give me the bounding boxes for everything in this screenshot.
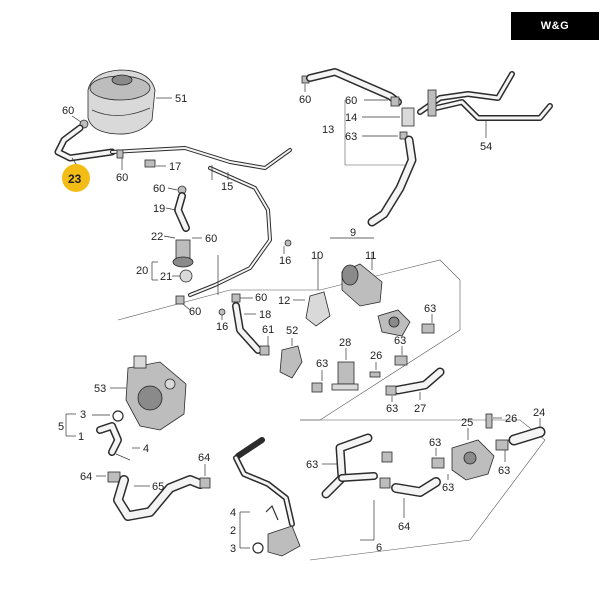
hose-clamp [421,323,435,334]
callout-18: 18 [259,309,271,321]
callout-20: 20 [136,265,148,277]
callout-63: 63 [424,303,436,315]
callout-60: 60 [255,292,267,304]
callout-26: 26 [370,350,382,362]
callout-3: 3 [230,543,236,555]
callout-60: 60 [153,183,165,195]
callout-16: 16 [279,255,291,267]
callout-65: 65 [152,481,164,493]
hose-clamp [379,477,391,489]
auxiliary-coolant-pump [451,439,495,481]
callout-53: 53 [94,383,106,395]
coolant-flange [267,525,301,557]
connector [427,89,437,117]
hose-clamp [116,149,124,159]
callout-60: 60 [205,233,217,245]
group-outline-lower [300,419,546,561]
pump-bracket [305,291,331,327]
callout-9: 9 [350,227,356,239]
callout-11: 11 [365,250,376,262]
callout-14: 14 [345,112,357,124]
expansion-tank [87,69,156,135]
callout-23-marker[interactable] [62,164,90,192]
callout-19: 19 [153,203,165,215]
hose-clamp [495,439,509,451]
group-outline-pump-area [117,259,461,421]
o-ring [112,410,124,422]
callout-60: 60 [189,306,201,318]
callout-63: 63 [316,358,328,370]
group-outline-top-right [344,100,405,166]
brand-logo: W&G [511,12,599,40]
callout-26: 26 [505,413,517,425]
callout-1: 1 [78,431,84,443]
callout-63: 63 [306,459,318,471]
bolt [369,371,381,378]
callout-12: 12 [278,295,290,307]
callout-2: 2 [230,525,236,537]
callout-60: 60 [299,94,311,106]
hose-clamp [394,355,408,366]
callout-63: 63 [498,465,510,477]
temperature-sender [279,345,303,379]
hose-clamp [175,295,185,305]
callout-60: 60 [62,105,74,117]
callout-52: 52 [286,325,298,337]
callout-60: 60 [345,95,357,107]
hose-clamp [284,239,292,247]
callout-5: 5 [58,421,64,433]
o-ring [252,542,264,554]
bracket [144,159,156,168]
coolant-pump [377,309,411,337]
callout-25: 25 [461,417,473,429]
brand-logo-text: W&G [540,20,570,32]
connector-assembly [172,239,194,283]
callout-63: 63 [386,403,398,415]
callout-54: 54 [480,141,492,153]
hose-clamp [390,96,400,107]
electric-pump [341,263,383,307]
hose-clamp [431,457,445,469]
coolant-pump-housing [125,355,187,431]
thermostat-valve [331,361,359,391]
callout-6: 6 [376,542,382,554]
hose-clamp [107,471,121,483]
hose-clamp [218,308,226,316]
callout-63: 63 [394,335,406,347]
callout-64: 64 [80,471,92,483]
callout-27: 27 [414,403,426,415]
callout-63: 63 [429,437,441,449]
callout-13: 13 [322,124,334,136]
bolt [485,413,493,429]
callout-16: 16 [216,321,228,333]
hose-clamp [385,385,397,396]
callout-15: 15 [221,181,233,193]
callout-61: 61 [262,324,274,336]
callout-24: 24 [533,407,545,419]
hose-clamp [199,477,211,489]
callout-51: 51 [175,93,187,105]
callout-63: 63 [345,131,357,143]
callout-60: 60 [116,172,128,184]
hose-clamp [231,293,241,303]
y-connector [401,107,415,127]
callout-17: 17 [169,161,181,173]
callout-28: 28 [339,337,351,349]
callout-63: 63 [442,482,454,494]
callout-64: 64 [398,521,410,533]
callout-23[interactable]: 23 [68,172,82,186]
hose-clamp [381,451,393,463]
bracket-clip [265,504,279,521]
callout-22: 22 [151,231,163,243]
callout-3: 3 [80,409,86,421]
callout-64: 64 [198,452,210,464]
callout-21: 21 [160,271,172,283]
hose-clamp [311,382,323,393]
hose-clamp [399,131,408,140]
hose-clamp [259,345,270,356]
callout-10: 10 [311,250,323,262]
callout-4: 4 [230,507,236,519]
callout-4: 4 [143,443,149,455]
